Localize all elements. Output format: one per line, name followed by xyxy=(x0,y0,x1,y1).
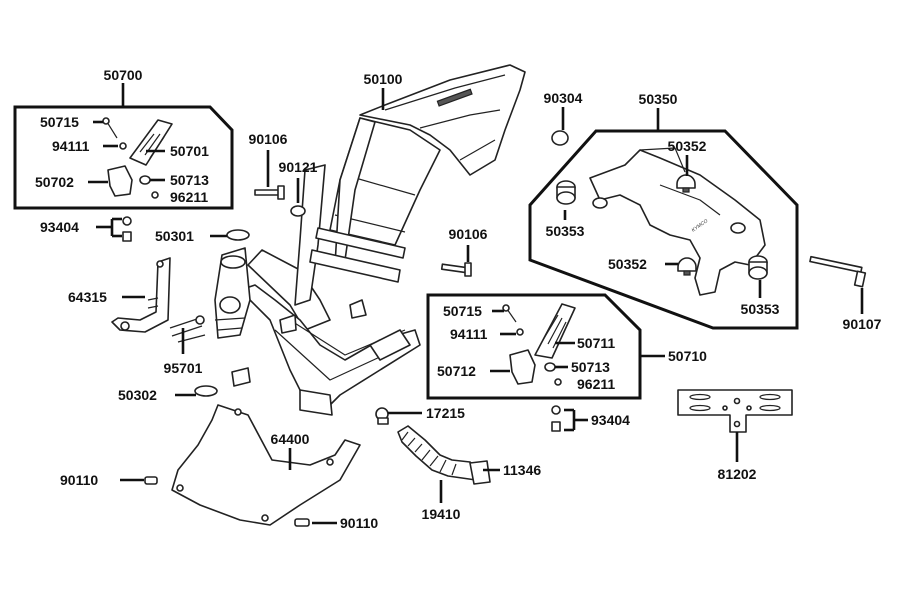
clip-nut-93404-left xyxy=(122,216,132,242)
group-box-50700 xyxy=(13,83,234,210)
group-box-50350 xyxy=(528,108,799,330)
clip-11346 xyxy=(469,460,491,485)
callout-64315: 64315 xyxy=(68,289,107,305)
washer-94111-left xyxy=(119,142,127,150)
nut-90304 xyxy=(551,130,569,146)
callout-90121: 90121 xyxy=(279,159,318,175)
washer-90121 xyxy=(290,205,306,217)
stopper-50352-top xyxy=(676,174,696,193)
callout-50710: 50710 xyxy=(668,348,707,364)
callout-94111-right: 94111 xyxy=(450,326,488,342)
bushing-50353-top xyxy=(556,180,576,205)
footrest-50711 xyxy=(534,303,576,359)
callout-50700: 50700 xyxy=(104,67,143,83)
callout-50100: 50100 xyxy=(364,71,403,87)
engine-hanger-part: KYMCO xyxy=(589,147,766,296)
callout-90304: 90304 xyxy=(544,90,583,106)
callout-50352-bottom: 50352 xyxy=(608,256,647,272)
callout-11346: 11346 xyxy=(503,462,541,478)
callout-17215: 17215 xyxy=(426,405,465,421)
pin-50715-right xyxy=(502,304,517,323)
grommet-50302 xyxy=(194,385,218,397)
bolt-90110-left xyxy=(144,476,158,485)
stopper-50352-bottom xyxy=(677,257,697,276)
footrest-50701 xyxy=(129,119,173,166)
callout-93404-right: 93404 xyxy=(591,412,630,428)
main-frame-part xyxy=(214,64,526,416)
callout-90106-right: 90106 xyxy=(449,226,488,242)
callout-90110-left: 90110 xyxy=(60,472,98,488)
callout-93404-left: 93404 xyxy=(40,219,79,235)
bracket-50702 xyxy=(107,165,133,197)
callout-50301: 50301 xyxy=(155,228,194,244)
clip-96211-left xyxy=(151,191,159,199)
bushing-50353-bottom xyxy=(748,255,768,280)
clamp-17215 xyxy=(375,407,389,425)
undercover-part xyxy=(171,404,361,526)
bolt-90110-bottom xyxy=(294,518,310,527)
bracket-50712 xyxy=(509,349,536,385)
callout-96211-right: 96211 xyxy=(577,376,615,392)
callout-50713-left: 50713 xyxy=(170,172,209,188)
callout-50715-left: 50715 xyxy=(40,114,79,130)
callout-50713-right: 50713 xyxy=(571,359,610,375)
callout-50712: 50712 xyxy=(437,363,476,379)
bolt-90106-right xyxy=(440,262,472,277)
callout-19410: 19410 xyxy=(422,506,461,522)
callout-90107: 90107 xyxy=(843,316,882,332)
callout-64400: 64400 xyxy=(271,431,310,447)
callout-50701: 50701 xyxy=(170,143,209,159)
callout-50353-right: 50353 xyxy=(741,301,780,317)
callout-labels: 50700 50715 94111 50701 50702 50713 9621… xyxy=(35,67,882,531)
callout-50702: 50702 xyxy=(35,174,74,190)
callout-50711: 50711 xyxy=(577,335,615,351)
group-box-50710 xyxy=(426,293,665,400)
grommet-50301 xyxy=(226,229,250,241)
leader-lines xyxy=(88,88,864,525)
callout-50715-right: 50715 xyxy=(443,303,482,319)
callout-96211-left: 96211 xyxy=(170,189,208,205)
callout-50353-left: 50353 xyxy=(546,223,585,239)
washer-94111-right xyxy=(516,328,524,336)
hose-19410 xyxy=(397,425,481,481)
bolt-90107 xyxy=(809,255,867,288)
clip-nut-93404-right xyxy=(551,405,561,432)
callout-95701: 95701 xyxy=(164,360,203,376)
callout-81202: 81202 xyxy=(718,466,757,482)
callout-90106-left: 90106 xyxy=(249,131,288,147)
callout-94111-left: 94111 xyxy=(52,138,90,154)
callout-90110-bottom: 90110 xyxy=(340,515,378,531)
clip-96211-right xyxy=(554,378,562,386)
pin-50715-left xyxy=(102,117,118,139)
spring-50713-left xyxy=(139,175,151,185)
callout-50352-top: 50352 xyxy=(668,138,707,154)
bolt-90106-left xyxy=(254,185,285,200)
license-plate-bracket xyxy=(677,389,793,433)
spring-part-95701 xyxy=(169,315,206,343)
side-stand-part xyxy=(111,257,171,333)
callout-50350: 50350 xyxy=(639,91,678,107)
spring-50713-right xyxy=(544,362,556,372)
callout-50302: 50302 xyxy=(118,387,157,403)
